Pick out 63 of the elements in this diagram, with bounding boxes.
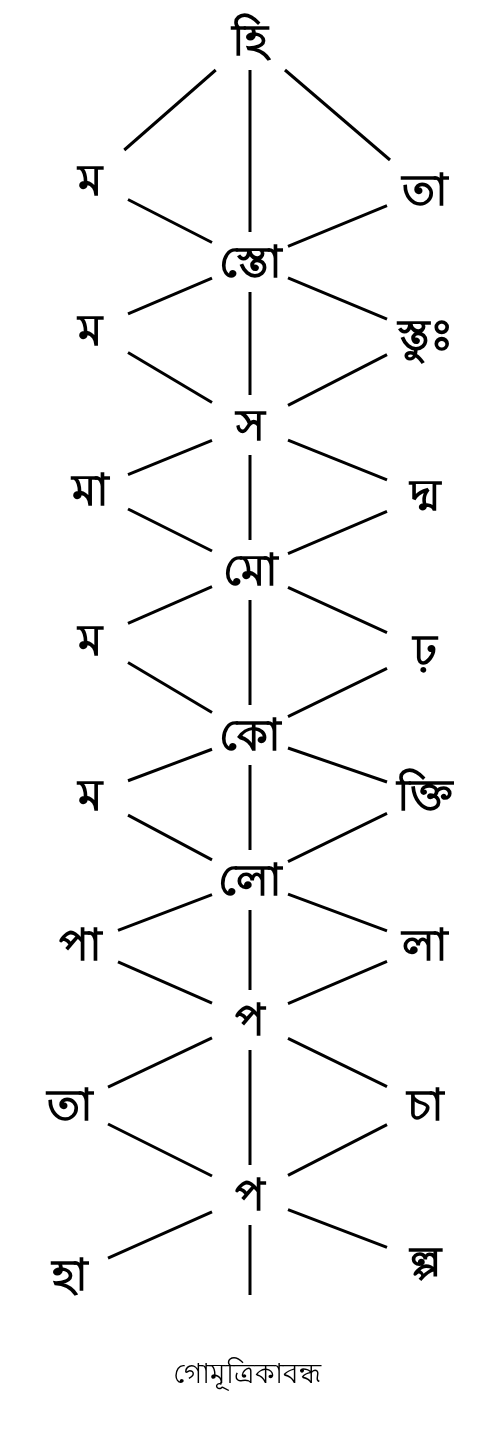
connector-line [127, 198, 213, 244]
letter-glyph: ম [52, 150, 128, 210]
connector-line [107, 1210, 213, 1260]
connector-line [117, 960, 213, 1005]
connector-line [127, 439, 213, 476]
connector-line [248, 600, 252, 705]
letter-glyph: স [212, 395, 288, 455]
connector-line [287, 1037, 388, 1088]
letter-glyph: লা [387, 915, 463, 975]
connector-line [287, 1208, 388, 1249]
letter-glyph: তা [32, 1075, 108, 1135]
connector-line [284, 68, 391, 162]
letter-glyph: হি [212, 10, 288, 70]
letter-glyph: ল্প [387, 1232, 463, 1292]
letter-glyph: ম [52, 765, 128, 825]
connector-line [287, 509, 388, 556]
connector-line [117, 893, 213, 932]
connector-line [123, 68, 217, 152]
connector-line [287, 1123, 388, 1177]
connector-line [107, 1036, 213, 1089]
connector-line [248, 455, 252, 540]
connector-line [248, 765, 252, 850]
letter-glyph: চা [387, 1075, 463, 1135]
connector-line [287, 959, 388, 1006]
connector-line [248, 910, 252, 990]
letter-glyph: প [212, 990, 288, 1050]
connector-line [127, 276, 213, 316]
connector-line [287, 204, 388, 248]
connector-line [248, 1225, 252, 1295]
connector-line [248, 1050, 252, 1165]
connector-line [127, 747, 213, 783]
letter-glyph: মো [212, 540, 288, 600]
letter-glyph: ক্তি [387, 765, 463, 825]
letter-glyph: ম [52, 610, 128, 670]
letter-glyph: লো [212, 850, 288, 910]
connector-line [287, 586, 388, 634]
connector-line [287, 746, 388, 784]
letter-glyph: প [212, 1165, 288, 1225]
letter-glyph: ম [52, 300, 128, 360]
letter-glyph: হা [32, 1245, 108, 1305]
connector-line [287, 812, 388, 863]
connector-line [248, 292, 252, 395]
connector-line [127, 661, 213, 714]
connector-line [127, 507, 213, 553]
letter-glyph: কো [212, 705, 288, 765]
connector-line [127, 351, 213, 404]
connector-line [248, 70, 252, 232]
connector-line [287, 438, 388, 482]
connector-line [287, 667, 388, 718]
letter-glyph: স্তো [212, 232, 288, 292]
letter-glyph: পা [42, 915, 118, 975]
letter-glyph: মা [52, 460, 128, 520]
letter-glyph: স্তুঃ [387, 305, 463, 365]
letter-glyph: ঢ় [387, 620, 463, 680]
connector-line [287, 892, 388, 933]
letter-glyph: দ্ম [387, 465, 463, 525]
connector-line [287, 353, 388, 407]
connector-line [107, 1122, 213, 1178]
letter-glyph: তা [387, 160, 463, 220]
connector-line [127, 813, 213, 862]
connector-line [127, 585, 213, 625]
connector-line [287, 276, 388, 321]
caption: গোমূত্রিকাবন্ধ [171, 1356, 323, 1393]
